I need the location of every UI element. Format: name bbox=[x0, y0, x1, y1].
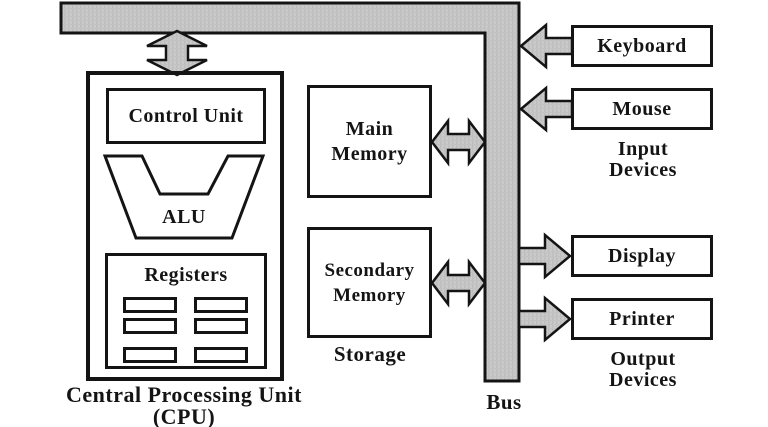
secondary-memory-bus-arrow bbox=[430, 258, 487, 308]
keyboard-box: Keyboard bbox=[571, 25, 713, 67]
main-memory-label-line2: Memory bbox=[331, 142, 408, 165]
cpu-caption: Central Processing Unit (CPU) bbox=[24, 384, 344, 427]
output-caption-line1: Output bbox=[610, 348, 676, 370]
bus-caption: Bus bbox=[486, 390, 522, 414]
register-slot bbox=[123, 297, 177, 313]
register-slot bbox=[123, 318, 177, 334]
display-bus-arrow bbox=[517, 232, 572, 280]
cpu-box bbox=[86, 71, 284, 381]
cpu-bus-arrow bbox=[146, 29, 208, 77]
main-memory-bus-arrow bbox=[430, 117, 487, 167]
alu-shape bbox=[102, 154, 266, 240]
control-unit-label: Control Unit bbox=[128, 104, 244, 127]
bus-shape bbox=[59, 1, 521, 383]
secondary-memory-label-line2: Memory bbox=[333, 284, 406, 306]
cpu-caption-line1: Central Processing Unit bbox=[66, 382, 302, 407]
registers-box: Registers bbox=[105, 253, 267, 369]
register-slot bbox=[194, 297, 248, 313]
secondary-memory-box: Secondary Memory bbox=[307, 227, 432, 338]
mouse-bus-arrow bbox=[519, 85, 574, 133]
output-devices-caption: Output Devices bbox=[573, 349, 713, 391]
output-caption-line2: Devices bbox=[609, 369, 677, 391]
printer-label: Printer bbox=[609, 307, 675, 330]
keyboard-bus-arrow bbox=[519, 22, 574, 70]
registers-label: Registers bbox=[144, 264, 228, 286]
main-memory-box: Main Memory bbox=[307, 85, 432, 198]
register-slot bbox=[194, 347, 248, 363]
input-caption-line1: Input bbox=[617, 138, 669, 160]
input-devices-caption: Input Devices bbox=[573, 139, 713, 181]
storage-caption: Storage bbox=[333, 342, 407, 366]
display-box: Display bbox=[571, 235, 713, 277]
register-slot bbox=[123, 347, 177, 363]
printer-box: Printer bbox=[571, 298, 713, 340]
cpu-caption-line2: (CPU) bbox=[152, 404, 216, 427]
mouse-box: Mouse bbox=[571, 88, 713, 130]
alu-label: ALU bbox=[162, 206, 206, 228]
register-slot bbox=[194, 318, 248, 334]
main-memory-label-line1: Main bbox=[345, 117, 394, 140]
secondary-memory-label-line1: Secondary bbox=[324, 259, 415, 281]
input-caption-line2: Devices bbox=[609, 159, 677, 181]
printer-bus-arrow bbox=[517, 295, 572, 343]
display-label: Display bbox=[608, 244, 676, 267]
mouse-label: Mouse bbox=[612, 97, 672, 120]
keyboard-label: Keyboard bbox=[597, 34, 687, 57]
control-unit-box: Control Unit bbox=[106, 88, 266, 144]
